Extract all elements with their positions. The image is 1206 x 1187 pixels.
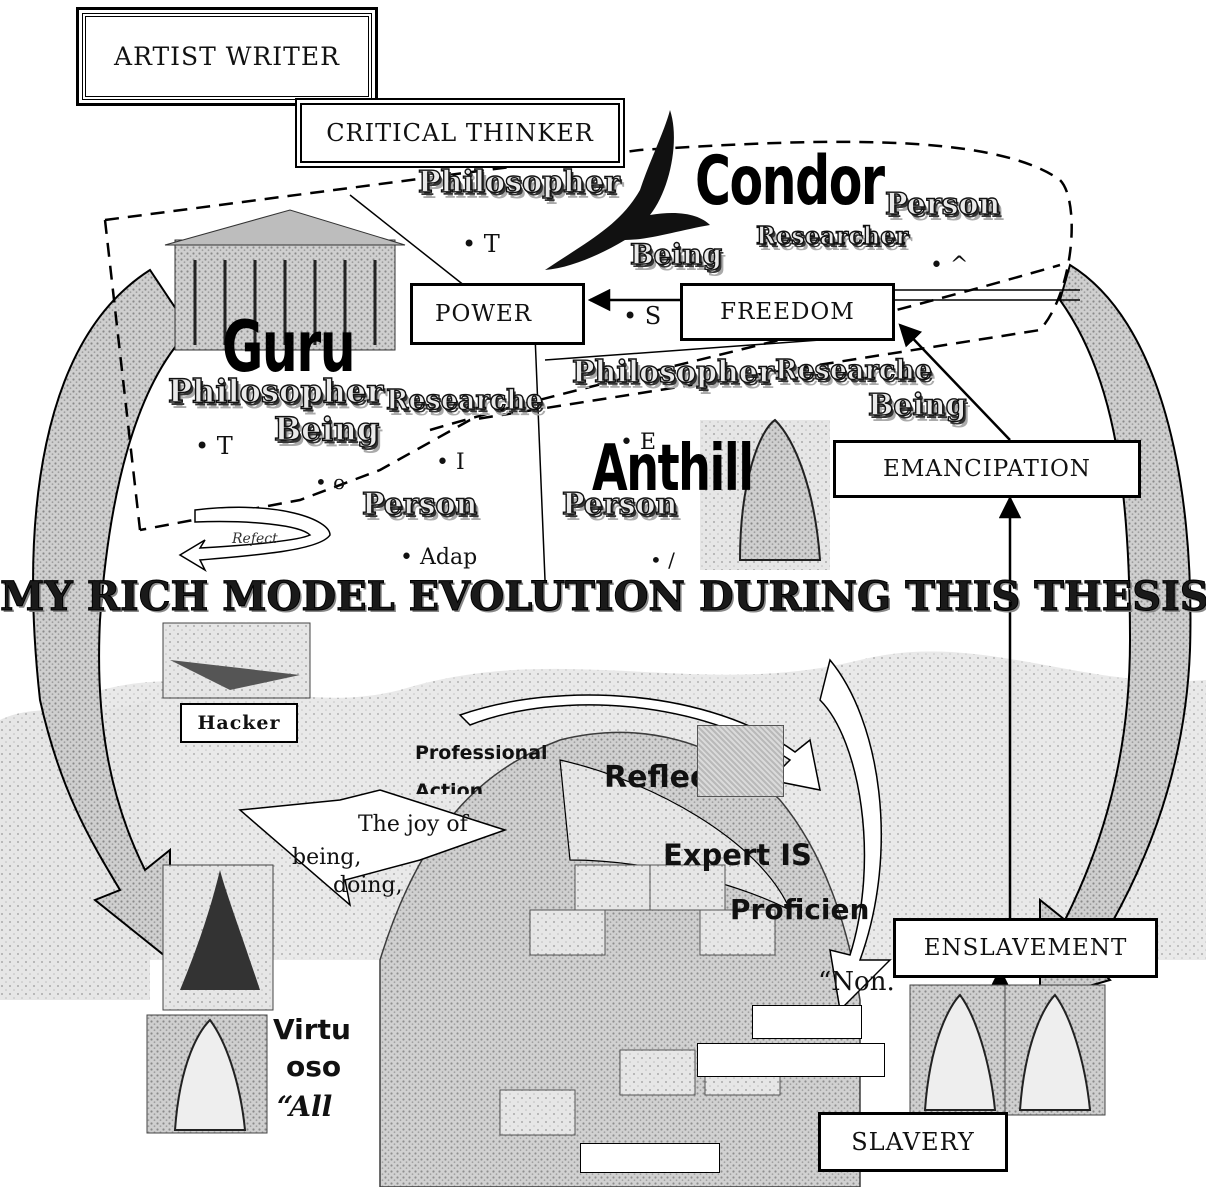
- power-box: POWER: [410, 283, 585, 345]
- slavery-box: SLAVERY: [818, 1112, 1008, 1172]
- researcher-top: Researcher: [756, 221, 908, 250]
- eagle-photo: [697, 725, 784, 797]
- being-guru: Being: [274, 410, 379, 448]
- colony-label-strip-1: [752, 1005, 862, 1039]
- enslavement-box: ENSLAVEMENT: [893, 918, 1158, 978]
- being-label: being,: [292, 845, 361, 870]
- person-guru: Person: [362, 487, 477, 522]
- hacker-box: Hacker: [180, 703, 298, 743]
- philosopher-anthill: Philosopher: [572, 355, 774, 390]
- artist-writer-label: ARTIST WRITER: [114, 42, 340, 71]
- being-anthill: Being: [868, 388, 967, 423]
- main-title: MY RICH MODEL EVOLUTION DURING THIS THES…: [0, 573, 1206, 620]
- expert-label: Expert IS: [663, 838, 812, 872]
- philosopher-guru: Philosopher: [168, 372, 383, 410]
- bullet-i-text: I: [456, 450, 465, 475]
- bullet-o: • o: [315, 470, 345, 494]
- action-label: Action: [415, 780, 483, 794]
- bullet-e: • E: [620, 430, 656, 455]
- proficient-label: Proficien: [730, 893, 869, 926]
- artist-writer-box: ARTIST WRITER: [82, 13, 372, 100]
- bullet-caret: • ^: [930, 253, 968, 278]
- bullet-e-text: E: [640, 430, 656, 455]
- critical-thinker-label: CRITICAL THINKER: [326, 119, 594, 147]
- emancipation-label: EMANCIPATION: [883, 456, 1091, 482]
- bullet-caret-text: ^: [950, 253, 968, 278]
- person-anthill: Person: [562, 487, 677, 522]
- slavery-label: SLAVERY: [851, 1128, 975, 1156]
- bullet-slash-text: /: [668, 548, 675, 572]
- bullet-s: • S: [623, 302, 661, 330]
- professional-label: Professional: [415, 742, 548, 764]
- power-label: POWER: [435, 301, 532, 327]
- bullet-t-guru: • T: [195, 432, 233, 460]
- bullet-adap: • Adap: [400, 545, 477, 570]
- emancipation-box: EMANCIPATION: [833, 440, 1141, 498]
- virtu-label: Virtu: [273, 1013, 351, 1046]
- freedom-label: FREEDOM: [720, 299, 855, 325]
- philosopher-top: Philosopher: [418, 165, 620, 200]
- all-quote: “All: [277, 1090, 332, 1123]
- joy-of-label: The joy of: [358, 812, 468, 837]
- colony-label-strip-3: [580, 1143, 720, 1173]
- bullet-adap-text: Adap: [420, 545, 477, 570]
- colony-label-strip-2: [697, 1043, 885, 1077]
- reflect-small-label: Refect: [232, 531, 278, 547]
- person-top-right: Person: [885, 187, 1000, 222]
- critical-thinker-box: CRITICAL THINKER: [295, 98, 625, 168]
- bullet-s-text: S: [645, 302, 661, 330]
- researche-anthill: Researche: [775, 355, 932, 386]
- researche-guru: Researche: [386, 385, 543, 416]
- bullet-o-text: o: [333, 470, 345, 494]
- bullet-t-top: • T: [462, 230, 500, 258]
- bullet-i: • I: [436, 450, 465, 475]
- oso-label: oso: [286, 1050, 341, 1083]
- bullet-t-top-text: T: [484, 230, 500, 258]
- non-quote: “Non.: [818, 967, 895, 997]
- condor-heading: Condor: [695, 142, 884, 221]
- bullet-t-guru-text: T: [217, 432, 233, 460]
- enslavement-label: ENSLAVEMENT: [924, 935, 1128, 961]
- bullet-slash: • /: [650, 548, 675, 572]
- freedom-box: FREEDOM: [680, 283, 895, 341]
- being-top: Being: [630, 238, 722, 271]
- hacker-label: Hacker: [197, 712, 280, 734]
- doing-label: doing,: [333, 873, 403, 898]
